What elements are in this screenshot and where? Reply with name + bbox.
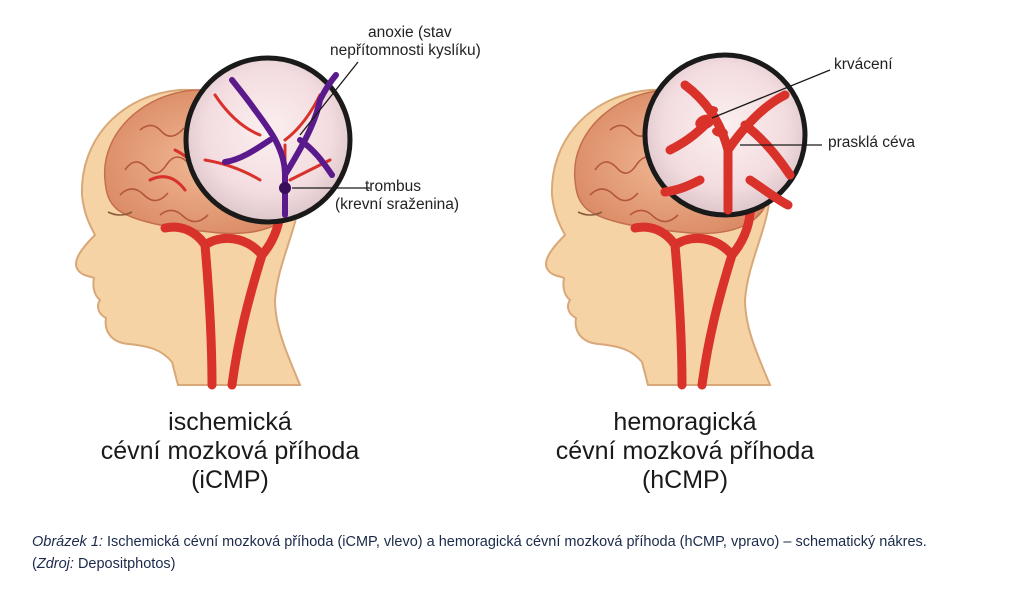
left-magnifier-lens bbox=[183, 55, 353, 225]
left-lens-red-vessels bbox=[203, 93, 332, 207]
left-lens-thrombus-vessels bbox=[222, 72, 339, 218]
thrombus-marker bbox=[279, 182, 291, 194]
right-magnifier-lens bbox=[642, 52, 808, 218]
label-anoxie-line1: anoxie (stav bbox=[368, 24, 452, 41]
right-eye bbox=[577, 211, 603, 216]
label-praskla-text: prasklá céva bbox=[828, 134, 916, 151]
title-ischemic-line2: cévní mozková příhoda bbox=[100, 437, 360, 465]
figure-caption: Obrázek 1: Ischemická cévní mozková příh… bbox=[32, 531, 972, 575]
caption-source-label: Zdroj: bbox=[36, 556, 74, 572]
title-ischemic: ischemická cévní mozková příhoda (iCMP) bbox=[70, 408, 390, 495]
stroke-illustration-svg bbox=[75, 52, 831, 390]
caption-prefix: Obrázek 1: bbox=[32, 534, 103, 550]
left-eye bbox=[107, 211, 133, 216]
label-praskla-ceva: prasklá céva bbox=[828, 134, 915, 152]
label-anoxie: anoxie (stav nepřítomnosti kyslíku) bbox=[330, 24, 481, 60]
label-anoxie-line2: nepřítomnosti kyslíku) bbox=[330, 42, 481, 59]
title-hemorrhagic-line3: (hCMP) bbox=[641, 466, 729, 494]
title-hemorrhagic: hemoragická cévní mozková příhoda (hCMP) bbox=[525, 408, 845, 495]
title-hemorrhagic-line1: hemoragická bbox=[613, 408, 757, 436]
caption-text: Ischemická cévní mozková příhoda (iCMP, … bbox=[32, 534, 927, 572]
right-brain-folds bbox=[589, 124, 679, 223]
pointer-anoxie bbox=[299, 61, 359, 136]
hemorrhage-drops bbox=[695, 106, 728, 138]
caption-source: Depositphotos) bbox=[73, 556, 176, 572]
label-trombus: trombus (krevní sraženina) bbox=[335, 178, 459, 214]
label-trombus-line2: (krevní sraženina) bbox=[335, 196, 460, 213]
left-brain-folds bbox=[119, 124, 209, 223]
label-krvaceni-text: krvácení bbox=[834, 56, 893, 73]
pointer-krvaceni bbox=[711, 69, 831, 119]
title-ischemic-line3: (iCMP) bbox=[191, 466, 269, 494]
left-head bbox=[75, 55, 370, 390]
left-neck-arteries bbox=[160, 195, 285, 390]
illustration: anoxie (stav nepřítomnosti kyslíku) trom… bbox=[70, 24, 915, 495]
right-neck-arteries bbox=[630, 195, 755, 390]
label-krvaceni: krvácení bbox=[834, 56, 893, 74]
title-ischemic-line1: ischemická bbox=[168, 408, 292, 436]
title-hemorrhagic-line2: cévní mozková příhoda bbox=[555, 437, 815, 465]
right-head bbox=[545, 52, 831, 390]
right-lens-vessels bbox=[660, 80, 795, 215]
label-trombus-line1: trombus bbox=[365, 178, 421, 195]
